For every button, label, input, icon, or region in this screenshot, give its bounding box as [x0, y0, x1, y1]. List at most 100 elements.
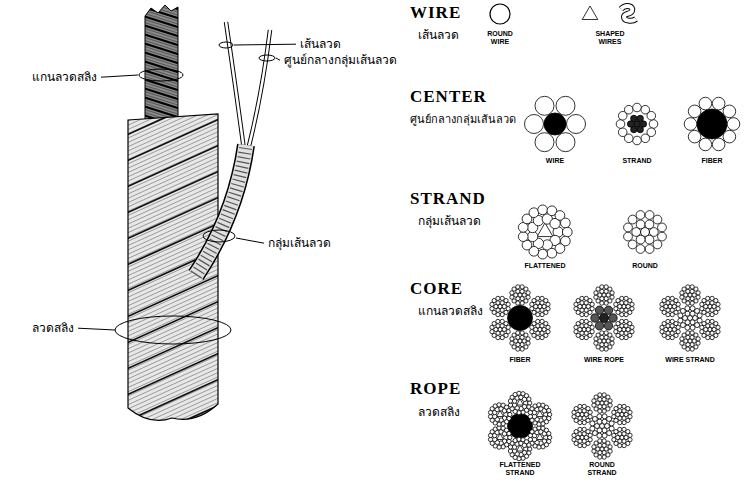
rope-wire-line: [120, 442, 226, 483]
wire-circle: [604, 289, 608, 293]
wire-circle: [653, 240, 662, 249]
rope-wire-line: [120, 115, 226, 163]
rope-wire-line: [120, 81, 226, 129]
rope-wire-line: [120, 154, 226, 202]
wire-circle: [582, 421, 586, 425]
icon-caption: WIRE ROPE: [574, 356, 634, 364]
rope-wire-line: [120, 64, 226, 112]
wire-circle: [546, 302, 550, 306]
wire-circle: [530, 307, 534, 311]
label-anchor: WIRE: [535, 157, 575, 165]
rope-wire-line: [120, 180, 226, 228]
label-anchor: กลุ่มเส้นลวด: [418, 211, 481, 229]
wire-circle: [666, 319, 670, 323]
label-anchor: ROUND WIRE: [483, 30, 517, 45]
rope-strand-line: [120, 298, 226, 346]
rope-strand-line: [120, 168, 226, 216]
wire-circle: [501, 445, 505, 449]
rope-wire-line: [120, 72, 226, 120]
wire-circle: [508, 414, 533, 439]
icon-caption: STRAND: [617, 157, 657, 165]
rope-wire-line: [120, 188, 226, 236]
rope-strand-line: [120, 116, 226, 164]
wire-circle: [685, 306, 690, 311]
wire-circle: [620, 324, 624, 328]
rope-wire-line: [120, 171, 226, 219]
wire-circle: [541, 445, 545, 449]
wire-circle: [710, 313, 714, 317]
wire-circle: [653, 215, 662, 224]
wire-circle: [658, 232, 667, 241]
icon-caption: FIBER: [692, 157, 732, 165]
rope-wire-line: [120, 382, 226, 430]
leader-line: [236, 238, 264, 243]
wire-circle: [561, 218, 571, 228]
wire-circle: [697, 109, 727, 139]
wire-circle: [540, 324, 544, 328]
wire-circle: [520, 347, 524, 351]
wire-circle: [700, 307, 704, 311]
wire-circle: [500, 336, 504, 340]
rope-wire-line: [120, 145, 226, 193]
leader-line: [276, 58, 280, 60]
wire-circle: [506, 302, 510, 306]
wire-circle: [684, 118, 697, 131]
wire-circle: [604, 343, 608, 347]
wire-circle: [590, 302, 594, 306]
wire-circle: [517, 391, 521, 395]
leader-line: [101, 75, 138, 77]
triangle-wire: [582, 6, 598, 20]
wire-circle: [547, 248, 557, 258]
rope-wire-line: [120, 287, 226, 335]
core-outline: [145, 5, 178, 124]
wire-circle: [628, 240, 637, 249]
wire-circle: [666, 324, 670, 328]
wire-circle: [600, 314, 609, 323]
wire-circle: [608, 399, 612, 403]
core-wire-line: [140, 0, 184, 2]
wire-circle: [680, 341, 684, 345]
wire-circle: [604, 297, 608, 301]
rope-strand-line: [120, 350, 226, 398]
wire-circle: [528, 447, 532, 451]
wire-circle: [706, 301, 710, 305]
core-strand-line: [140, 0, 184, 11]
rope-wire-line: [120, 468, 226, 483]
rope-strand-line: [120, 428, 226, 476]
section-heading: STRAND: [410, 190, 486, 209]
rope-wire-line: [120, 274, 226, 322]
rope-strand-line: [120, 64, 226, 112]
core-wire-line: [140, 102, 184, 116]
rope-wire-line: [120, 42, 226, 90]
section-heading: ROPE: [410, 380, 461, 399]
wire-circle: [528, 401, 532, 405]
wire-circle: [628, 215, 637, 224]
callout-ring: [219, 42, 233, 48]
wire-circle: [590, 426, 595, 431]
wire-circle: [490, 330, 494, 334]
wire-circle: [538, 249, 548, 259]
part-label: กลุ่มเส้นลวด: [268, 236, 331, 250]
rope-wire-line: [120, 313, 226, 361]
rope-wire-line: [120, 128, 226, 176]
wire-circle: [602, 451, 606, 455]
strand-outline: [196, 145, 246, 275]
section-subheading: กลุ่มเส้นลวด: [418, 214, 481, 228]
wire-circle: [496, 296, 500, 300]
rope-wire-line: [120, 425, 226, 473]
wire-circle: [598, 443, 602, 447]
core-wire-line: [140, 27, 184, 41]
wire-circle: [636, 245, 645, 254]
core-wire-line: [140, 81, 184, 95]
wire-circle: [602, 428, 607, 433]
rope-wire-line: [120, 296, 226, 344]
wire-circle: [500, 331, 504, 335]
label-anchor: ลวดสลิง: [418, 402, 460, 420]
wire-circle: [500, 313, 504, 317]
core-wire-line: [140, 93, 184, 107]
rope-wire-line: [120, 94, 226, 142]
wire-circle: [624, 105, 633, 114]
label-anchor: WIRE ROPE: [574, 356, 634, 364]
wire-circle: [670, 331, 674, 335]
